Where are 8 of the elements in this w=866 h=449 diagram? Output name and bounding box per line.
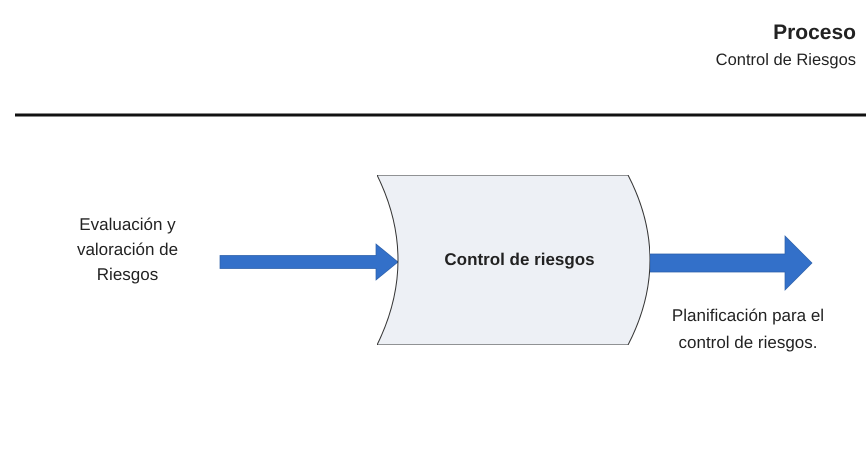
block-arrow xyxy=(650,235,812,291)
title: Proceso xyxy=(773,22,856,43)
output-text: Planificación para el control de riesgos. xyxy=(670,305,826,354)
process-shape xyxy=(377,175,650,345)
input-text: Evaluación y valoración de Riesgos xyxy=(50,212,205,287)
process-label: Control de riesgos xyxy=(443,249,596,270)
block-arrow xyxy=(220,243,399,281)
subtitle: Control de Riesgos xyxy=(716,52,856,68)
